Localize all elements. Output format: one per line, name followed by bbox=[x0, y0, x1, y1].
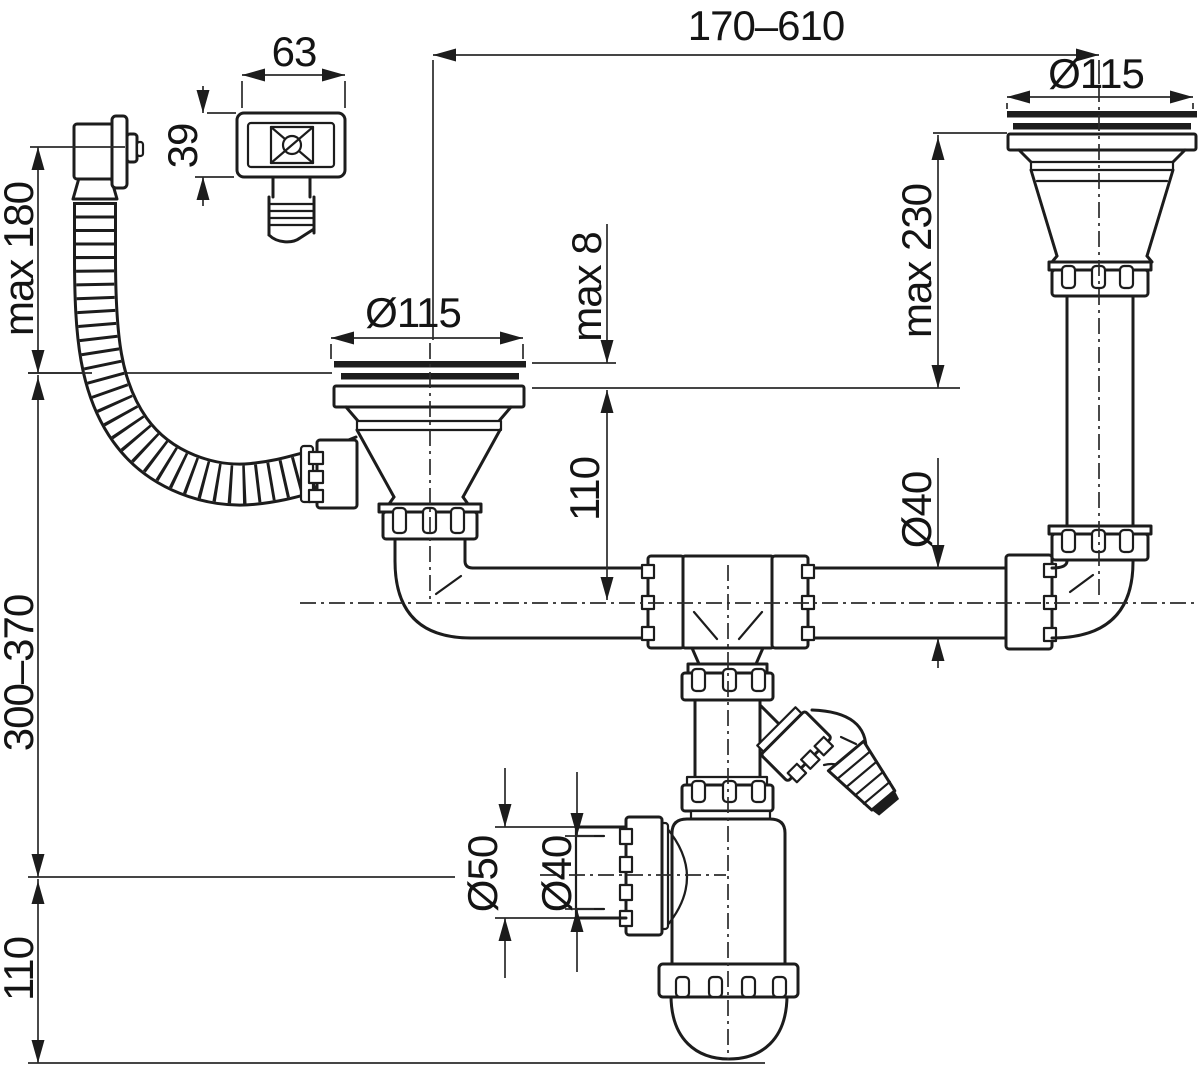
dim-left-strainer-diameter: Ø115 bbox=[330, 289, 524, 359]
dim-overflow-height: 39 bbox=[159, 86, 236, 206]
dim-flange-to-waste-axis: 110 bbox=[532, 387, 960, 600]
overflow-elbow-body bbox=[72, 122, 116, 181]
dim-overflow-width: 63 bbox=[241, 28, 346, 108]
dim-right-strainer-diameter: Ø115 bbox=[1006, 50, 1194, 109]
dim-waste-pipe-diameter: Ø40 bbox=[893, 458, 945, 668]
dim-top-span: 170–610 bbox=[432, 2, 1100, 340]
overflow-elbow-plate bbox=[110, 114, 129, 190]
trap-inlet-nut bbox=[618, 815, 670, 937]
right-elbow bbox=[1004, 524, 1135, 651]
trap-inlet-stub bbox=[574, 825, 628, 920]
hose-barb bbox=[826, 739, 900, 816]
overflow-head-neck bbox=[271, 175, 312, 199]
right-strainer-tailpipe bbox=[1065, 294, 1135, 528]
tee-left-nut bbox=[640, 554, 686, 650]
right-strainer bbox=[1006, 111, 1198, 562]
bottle-trap bbox=[574, 815, 800, 1061]
overflow-elbow-cap bbox=[125, 132, 139, 164]
dim-label-installation-height-range: 300–370 bbox=[0, 595, 42, 752]
dim-label-waste-pipe-diameter: Ø40 bbox=[893, 472, 940, 548]
right-strainer-funnel bbox=[1029, 168, 1175, 258]
tee-right-nut bbox=[770, 554, 816, 650]
dim-right-strainer-max-depth: max 230 bbox=[893, 132, 1007, 388]
overflow-elbow-nipple bbox=[135, 140, 145, 158]
left-strainer-flange bbox=[332, 384, 526, 409]
dim-label-left-strainer-diameter: Ø115 bbox=[365, 289, 461, 336]
dim-label-right-strainer-diameter: Ø115 bbox=[1048, 50, 1144, 97]
overflow-elbow bbox=[71, 114, 145, 201]
dim-label-right-strainer-max-depth: max 230 bbox=[893, 184, 940, 338]
centerlines bbox=[300, 86, 1197, 1060]
dim-label-overflow-width: 63 bbox=[272, 28, 317, 75]
dim-label-trap-inlet-nut-diameter: Ø50 bbox=[459, 836, 506, 912]
dim-trap-inlet-nut-diameter: Ø50 bbox=[459, 768, 576, 978]
dim-label-axis-to-base: 110 bbox=[0, 937, 42, 1001]
dim-label-overflow-hose-max-drop: max 180 bbox=[0, 182, 42, 336]
right-strainer-nut bbox=[1047, 260, 1153, 298]
dim-label-trap-inlet-pipe-diameter: Ø40 bbox=[533, 836, 580, 912]
overflow-corrugated-hose bbox=[73, 202, 321, 507]
overflow-elbow-skirt bbox=[71, 176, 119, 201]
dim-axis-to-base: 110 bbox=[0, 879, 765, 1064]
dim-label-sink-deck-max-thickness: max 8 bbox=[563, 232, 610, 341]
right-strainer-flange bbox=[1006, 132, 1198, 152]
left-elbow bbox=[393, 559, 475, 640]
trap-dome bbox=[669, 993, 789, 1061]
dim-sink-deck-max-thickness: max 8 bbox=[532, 224, 616, 364]
left-strainer-outlet-pipe bbox=[393, 537, 467, 563]
overflow-hose-connection-nut bbox=[299, 435, 359, 510]
waste-pipe bbox=[469, 566, 1010, 640]
dim-overflow-hose-max-drop: max 180 bbox=[0, 146, 125, 374]
dim-label-overflow-height: 39 bbox=[159, 124, 206, 169]
dim-trap-inlet-pipe-diameter: Ø40 bbox=[533, 772, 594, 972]
overflow-head-front-view bbox=[235, 111, 347, 244]
appliance-hose-connector bbox=[756, 703, 900, 816]
dim-installation-height-range: 300–370 bbox=[0, 375, 455, 878]
right-strainer-flange-lip bbox=[1007, 111, 1197, 118]
left-strainer-funnel bbox=[355, 428, 502, 499]
overflow-head-threaded-stub bbox=[267, 195, 316, 244]
right-tailpipe-nut bbox=[1047, 524, 1153, 562]
dim-label-top-span: 170–610 bbox=[688, 2, 845, 49]
right-elbow-nut bbox=[1004, 553, 1058, 651]
left-strainer bbox=[299, 361, 526, 640]
dim-label-flange-to-waste-axis: 110 bbox=[561, 457, 608, 521]
